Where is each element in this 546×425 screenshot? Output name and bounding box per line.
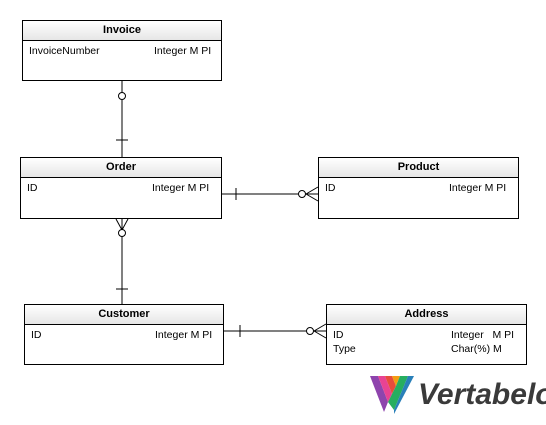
column-row[interactable]: ID Integer M PI xyxy=(327,328,526,342)
column-row[interactable]: ID Integer M PI xyxy=(319,181,518,195)
crowfoot-icon xyxy=(313,323,327,332)
entity-title: Order xyxy=(21,158,221,178)
column-name: Type xyxy=(333,343,356,355)
crowfoot-icon xyxy=(115,218,123,231)
column-type: Integer M PI xyxy=(154,45,212,57)
column-name: InvoiceNumber xyxy=(29,45,100,57)
column-type: Integer M PI xyxy=(152,182,210,194)
column-type: Integer M PI xyxy=(449,182,507,194)
vertabelo-wordmark: Vertabelo xyxy=(418,378,546,411)
zero-marker-icon xyxy=(118,229,126,237)
relationship-order-product xyxy=(220,186,319,202)
entity-title: Address xyxy=(327,305,526,325)
entity-invoice[interactable]: Invoice InvoiceNumber Integer M PI xyxy=(22,20,222,81)
entity-title: Product xyxy=(319,158,518,178)
entity-product[interactable]: Product ID Integer M PI xyxy=(318,157,519,219)
entity-customer[interactable]: Customer ID Integer M PI xyxy=(24,304,224,365)
relationship-order-customer xyxy=(115,218,129,304)
column-row[interactable]: ID Integer M PI xyxy=(25,328,223,342)
column-type: Integer M PI xyxy=(451,329,515,341)
column-name: ID xyxy=(333,329,344,341)
relationship-invoice-order xyxy=(116,81,128,157)
column-row[interactable]: Type Char(%) M xyxy=(327,342,526,356)
zero-marker-icon xyxy=(118,92,126,100)
crowfoot-icon xyxy=(305,186,319,195)
entity-address[interactable]: Address ID Integer M PI Type Char(%) M xyxy=(326,304,527,365)
entity-order[interactable]: Order ID Integer M PI xyxy=(20,157,222,219)
relationship-customer-address xyxy=(224,323,327,339)
vertabelo-logo-icon xyxy=(370,376,414,414)
vertabelo-logo: Vertabelo xyxy=(370,374,546,418)
column-name: ID xyxy=(27,182,38,194)
entity-title: Customer xyxy=(25,305,223,325)
entity-title: Invoice xyxy=(23,21,221,41)
column-name: ID xyxy=(325,182,336,194)
column-type: Char(%) M xyxy=(451,343,502,355)
zero-marker-icon xyxy=(298,190,306,198)
column-row[interactable]: ID Integer M PI xyxy=(21,181,221,195)
column-name: ID xyxy=(31,329,42,341)
column-type: Integer M PI xyxy=(155,329,213,341)
column-row[interactable]: InvoiceNumber Integer M PI xyxy=(23,44,221,58)
zero-marker-icon xyxy=(306,327,314,335)
